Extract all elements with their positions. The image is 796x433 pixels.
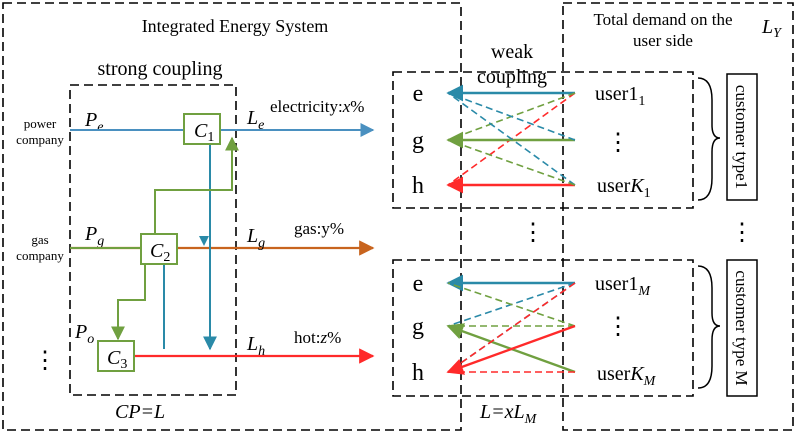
group2-brace — [697, 265, 721, 389]
gas-company-line1: gas — [31, 232, 48, 247]
group1-g: g — [412, 128, 424, 154]
middle-group-dots: ⋮ — [521, 220, 545, 246]
svg-text:C1: C1 — [194, 120, 214, 145]
converter-c3: C3 — [97, 340, 135, 372]
strong-coupling-label: strong coupling — [98, 58, 223, 80]
group1-h: h — [412, 173, 424, 199]
ies-frame — [2, 2, 462, 431]
lh-label: Lh — [246, 333, 265, 359]
group2-type-box — [726, 259, 758, 397]
gas-share: gas:y% — [294, 219, 344, 238]
user-demand-frame — [562, 2, 794, 431]
group1-user-first: user11 — [595, 83, 645, 109]
demand-title-line2: user side — [633, 31, 693, 50]
gas-company-line2: company — [16, 248, 64, 263]
group1-frame — [392, 71, 694, 209]
cp-equation: CP=L — [115, 401, 165, 423]
converter-c1: C1 — [183, 113, 221, 145]
svg-text:C3: C3 — [107, 347, 127, 372]
group1-user-last: userK1 — [597, 175, 651, 201]
group2-frame — [392, 259, 694, 397]
group2-links — [446, 274, 576, 375]
le-label: Le — [246, 107, 264, 133]
electricity-share: electricity:x% — [270, 97, 364, 116]
c2-to-c1-line — [154, 136, 239, 234]
converter-c2: C2 — [140, 233, 178, 265]
group1-user-dots: ⋮ — [606, 130, 630, 156]
ly-label: LY — [761, 16, 783, 41]
group1-type-label: customer type1 — [732, 85, 751, 189]
c2-to-c3-line — [111, 262, 146, 341]
right-type-dots: ⋮ — [730, 220, 754, 246]
weak-coupling-line2: coupling — [477, 66, 547, 88]
heat-share: hot:z% — [294, 328, 341, 347]
ies-title: Integrated Energy System — [142, 16, 329, 36]
pe-label: Pe — [84, 109, 103, 135]
other-sources-dots: ⋮ — [33, 348, 57, 374]
group2-h: h — [412, 360, 424, 386]
group1-links — [446, 84, 576, 194]
group1-e: e — [413, 81, 424, 107]
lg-label: Lg — [246, 225, 265, 251]
weak-coupling-line1: weak — [491, 41, 533, 63]
group2-user-dots: ⋮ — [606, 314, 630, 340]
demand-title-line1: Total demand on the — [593, 10, 732, 29]
svg-text:C2: C2 — [150, 240, 170, 265]
c2-heat-arrow — [199, 236, 209, 246]
group2-g: g — [412, 314, 424, 340]
group2-type-label: customer type M — [732, 270, 751, 385]
group2-user-last: userKM — [597, 363, 657, 389]
pg-label: Pg — [84, 223, 104, 249]
group1-brace — [697, 77, 721, 201]
l-equation: L=xLM — [479, 401, 538, 427]
group2-user-first: user1M — [595, 273, 651, 299]
po-label: Po — [74, 321, 94, 347]
power-company-line1: power — [24, 116, 57, 131]
group1-type-box — [726, 73, 758, 201]
power-company-line2: company — [16, 132, 64, 147]
group2-e: e — [413, 271, 424, 297]
